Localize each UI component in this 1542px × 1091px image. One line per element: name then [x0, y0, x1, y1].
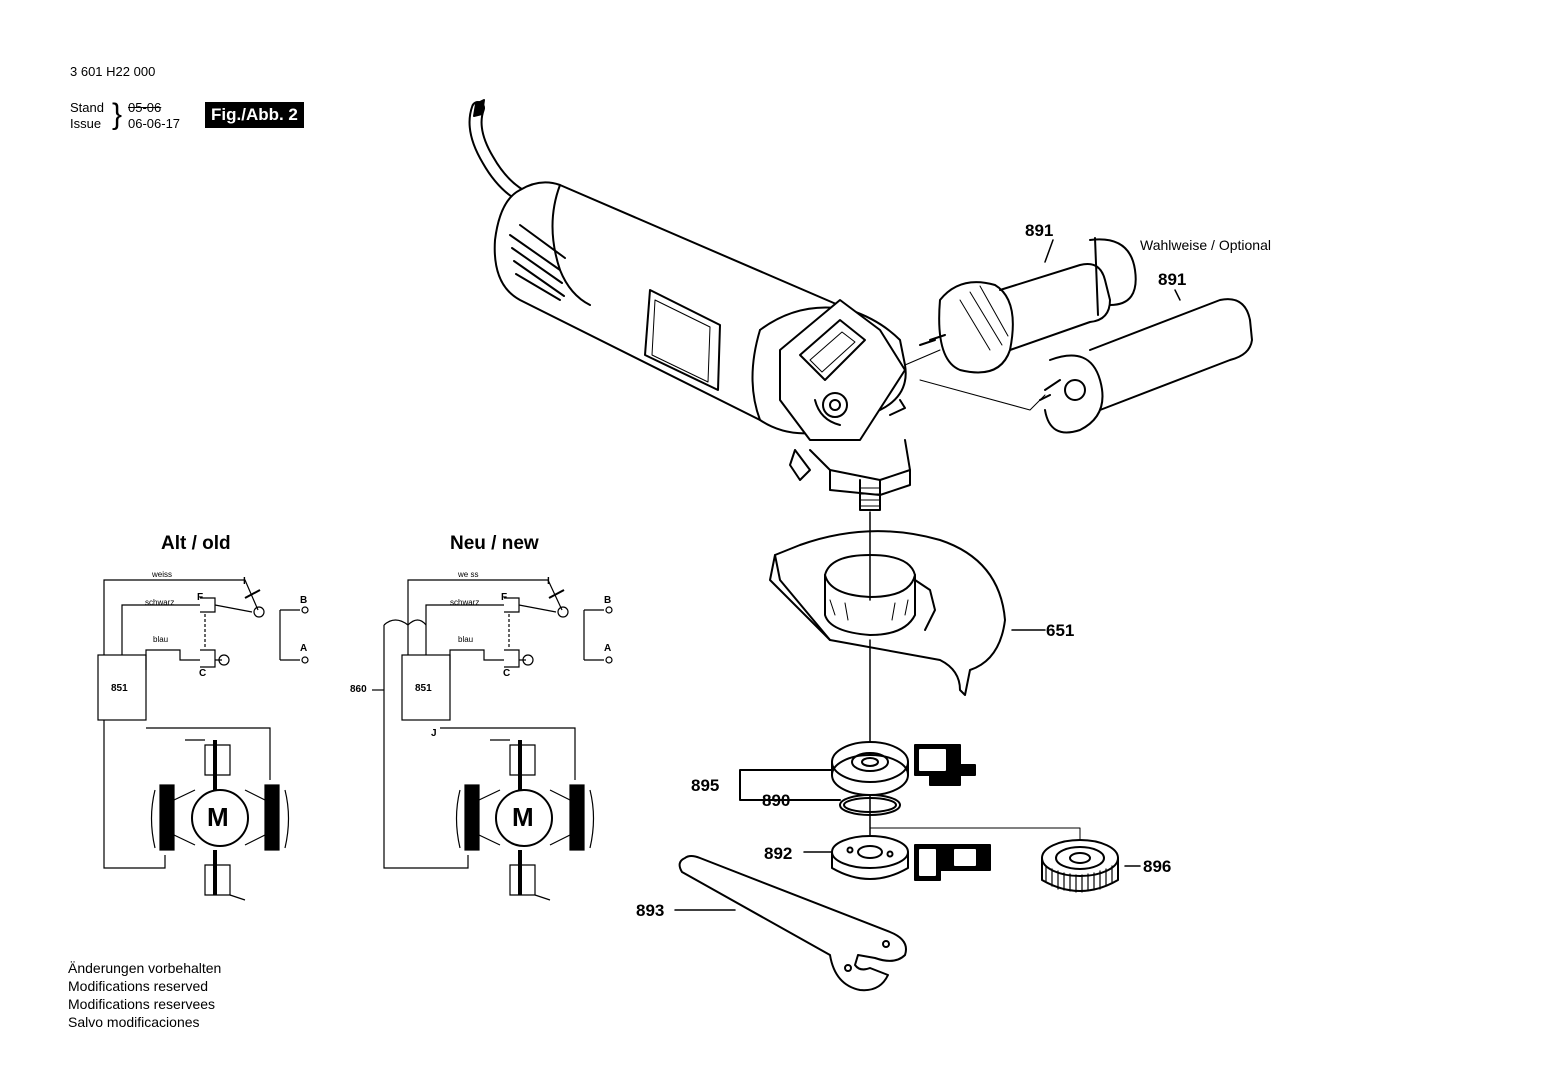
terminal-a-label: A: [604, 643, 612, 654]
terminal-c-label: C: [199, 668, 207, 679]
part-label-890: 890: [762, 791, 791, 810]
power-cord: [468, 99, 537, 207]
part-label-893: 893: [636, 901, 665, 920]
footer-line-de: Änderungen vorbehalten: [68, 960, 222, 976]
terminal-a-label: A: [300, 643, 308, 654]
part-label-892: 892: [764, 844, 793, 863]
nut-892-section: [914, 844, 991, 881]
wire-white-label: we ss: [458, 570, 479, 579]
wire-blue-label: blau: [153, 635, 169, 644]
terminal-f-label: F: [197, 592, 204, 603]
flange-895-section: [914, 744, 976, 786]
wire-white-label: weiss: [152, 570, 173, 579]
terminal-b-label: B: [604, 595, 612, 606]
terminal-f-label: F: [501, 592, 508, 603]
footer-line-es: Salvo modificaciones: [68, 1014, 200, 1030]
module-851-label: 851: [415, 683, 432, 694]
module-851-label: 851: [111, 683, 128, 694]
part-label-896: 896: [1143, 857, 1172, 876]
wrench-893: [678, 855, 907, 992]
issue-label: Issue: [70, 116, 102, 131]
motor-label: M: [512, 802, 534, 832]
terminal-b-label: B: [300, 595, 308, 606]
wire-black-label: schwarz: [450, 598, 480, 607]
circuit-old: [97, 579, 309, 901]
switch-label: I: [547, 576, 550, 587]
footer-line-en: Modifications reserved: [68, 978, 209, 994]
wire-black-label: schwarz: [145, 598, 175, 607]
flange-895: [831, 741, 909, 796]
stand-label: Stand: [70, 100, 104, 115]
issue-date: 06-06-17: [128, 116, 181, 131]
nut-892: [831, 835, 909, 880]
optional-note: Wahlweise / Optional: [1140, 237, 1271, 253]
doc-number: 3 601 H22 000: [70, 64, 156, 79]
footer-line-fr: Modifications reservees: [68, 996, 216, 1012]
switch-label: I: [243, 576, 246, 587]
quick-nut-896: [1041, 839, 1119, 893]
part-860-label: 860: [350, 684, 367, 695]
guard-651: [769, 530, 1006, 696]
handle-891-upper: [919, 237, 1137, 374]
circuit-new-title: Neu / new: [450, 533, 539, 554]
part-label-895: 895: [691, 776, 720, 795]
circuit-new: [372, 579, 613, 901]
grinder-body: [493, 181, 911, 511]
wire-blue-label: blau: [458, 635, 474, 644]
part-label-891-upper: 891: [1025, 221, 1054, 240]
oring-890: [839, 794, 901, 816]
junction-j-label: J: [431, 728, 437, 739]
circuit-old-title: Alt / old: [161, 533, 231, 554]
figure-label: Fig./Abb. 2: [205, 102, 304, 128]
brace-icon: }: [112, 98, 123, 131]
old-date: 05-06: [128, 100, 162, 115]
motor-label: M: [207, 802, 229, 832]
part-label-891-lower: 891: [1158, 270, 1187, 289]
terminal-c-label: C: [503, 668, 511, 679]
part-label-651: 651: [1046, 621, 1075, 640]
handle-891-lower: [1039, 298, 1253, 434]
